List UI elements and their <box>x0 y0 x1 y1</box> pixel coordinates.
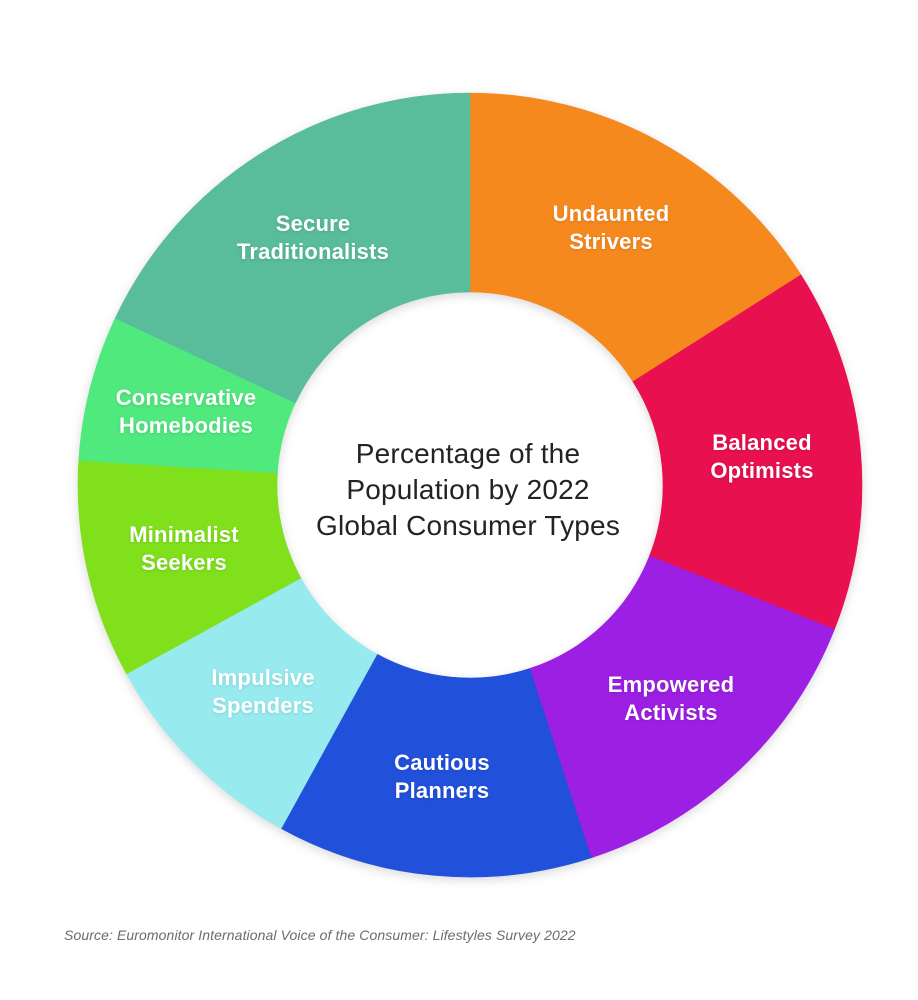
source-note: Source: Euromonitor International Voice … <box>64 927 576 943</box>
chart-title-line-1: Percentage of the <box>355 438 581 469</box>
chart-title-line-2: Population by 2022 <box>346 474 590 505</box>
chart-title: Percentage of the Population by 2022 Glo… <box>316 436 620 544</box>
donut-segment-cautious-planners <box>280 653 592 878</box>
donut-segment-undaunted-strivers <box>469 92 802 383</box>
chart-title-line-3: Global Consumer Types <box>315 510 621 541</box>
donut-segment-empowered-activists <box>529 555 835 859</box>
donut-segment-balanced-optimists <box>632 274 863 630</box>
donut-segment-secure-traditionalists <box>114 92 471 404</box>
